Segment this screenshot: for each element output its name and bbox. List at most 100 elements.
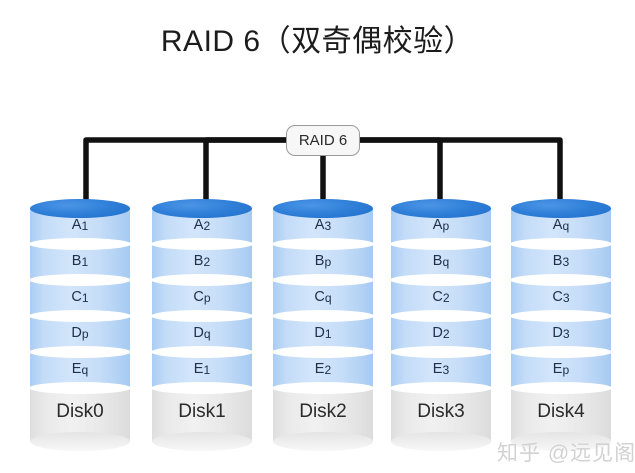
disk-base-0: Disk0: [30, 388, 130, 451]
raid-controller-label: RAID 6: [298, 132, 348, 149]
disk-block-subscript: q: [562, 218, 570, 233]
disk-top-cap-icon: [391, 199, 491, 218]
disk-block-subscript: p: [442, 218, 450, 233]
disk-top-cap-icon: [30, 199, 130, 218]
disk-block-subscript: p: [81, 326, 89, 341]
page-title: RAID 6（双奇偶校验）: [160, 25, 475, 58]
disk-block-subscript: p: [562, 362, 570, 377]
disk-block-label: D: [552, 324, 563, 341]
disk-block-label: D: [314, 324, 325, 341]
disk-block-label: B: [552, 252, 563, 269]
disk-block-label: A: [432, 216, 443, 233]
disk-block-subscript: 3: [562, 254, 570, 269]
disk-name-label: Disk3: [417, 401, 465, 422]
disk-block-subscript: 1: [324, 326, 332, 341]
disk-block-subscript: 1: [81, 254, 89, 269]
disk-block-label: A: [193, 216, 204, 233]
disk-block-label: E: [314, 360, 325, 377]
disk-base-4: Disk4: [511, 388, 611, 451]
connector-disk3: [357, 137, 443, 209]
disk-base-3: Disk3: [391, 388, 491, 451]
disk-block-label: C: [432, 288, 443, 305]
disk-block-label: B: [71, 252, 82, 269]
disk-block-label: A: [71, 216, 82, 233]
disk-block-subscript: 2: [324, 362, 332, 377]
disk-block-subscript: q: [81, 362, 89, 377]
disk-block-subscript: p: [203, 290, 211, 305]
disk-block-label: C: [314, 288, 325, 305]
disk-block-subscript: 2: [203, 218, 211, 233]
disk-block-label: B: [193, 252, 204, 269]
disk-block-label: E: [71, 360, 82, 377]
disk-name-label: Disk1: [178, 401, 226, 422]
connector-disk1: [203, 137, 289, 209]
disk-block-label: D: [193, 324, 204, 341]
disk-block-label: A: [314, 216, 325, 233]
disk-block-subscript: 3: [324, 218, 332, 233]
raid-controller-box[interactable]: RAID 6: [286, 125, 360, 156]
disk-block-subscript: 1: [81, 290, 89, 305]
disk-block-label: E: [193, 360, 204, 377]
disk-block-label: C: [193, 288, 204, 305]
disk-name-label: Disk2: [299, 401, 347, 422]
disk-block-subscript: 2: [203, 254, 211, 269]
disk-top-cap-icon: [273, 199, 373, 218]
disk-block-label: D: [71, 324, 82, 341]
disk-base-1: Disk1: [152, 388, 252, 451]
disk-block-subscript: 1: [203, 362, 211, 377]
disk-name-label: Disk4: [537, 401, 585, 422]
disk-block-label: E: [552, 360, 563, 377]
connector-disk0: [83, 137, 289, 209]
disk-block-subscript: 3: [562, 326, 570, 341]
connector-disk4: [357, 137, 563, 209]
disk-block-label: C: [71, 288, 82, 305]
disk-name-label: Disk0: [56, 401, 104, 422]
disk-block-subscript: 3: [442, 362, 450, 377]
disk-block-subscript: 2: [442, 290, 450, 305]
disk-block-subscript: 1: [81, 218, 89, 233]
disk-block-label: A: [552, 216, 563, 233]
disk-block-label: B: [432, 252, 443, 269]
disk-block-subscript: q: [442, 254, 450, 269]
disk-block-subscript: 3: [562, 290, 570, 305]
disk-block-label: D: [432, 324, 443, 341]
watermark: 知乎 @远见阁: [497, 442, 635, 465]
disk-block-label: C: [552, 288, 563, 305]
disk-block-subscript: 2: [442, 326, 450, 341]
disk-top-cap-icon: [152, 199, 252, 218]
disk-block-subscript: p: [324, 254, 332, 269]
disk-top-cap-icon: [511, 199, 611, 218]
disk-base-2: Disk2: [273, 388, 373, 451]
